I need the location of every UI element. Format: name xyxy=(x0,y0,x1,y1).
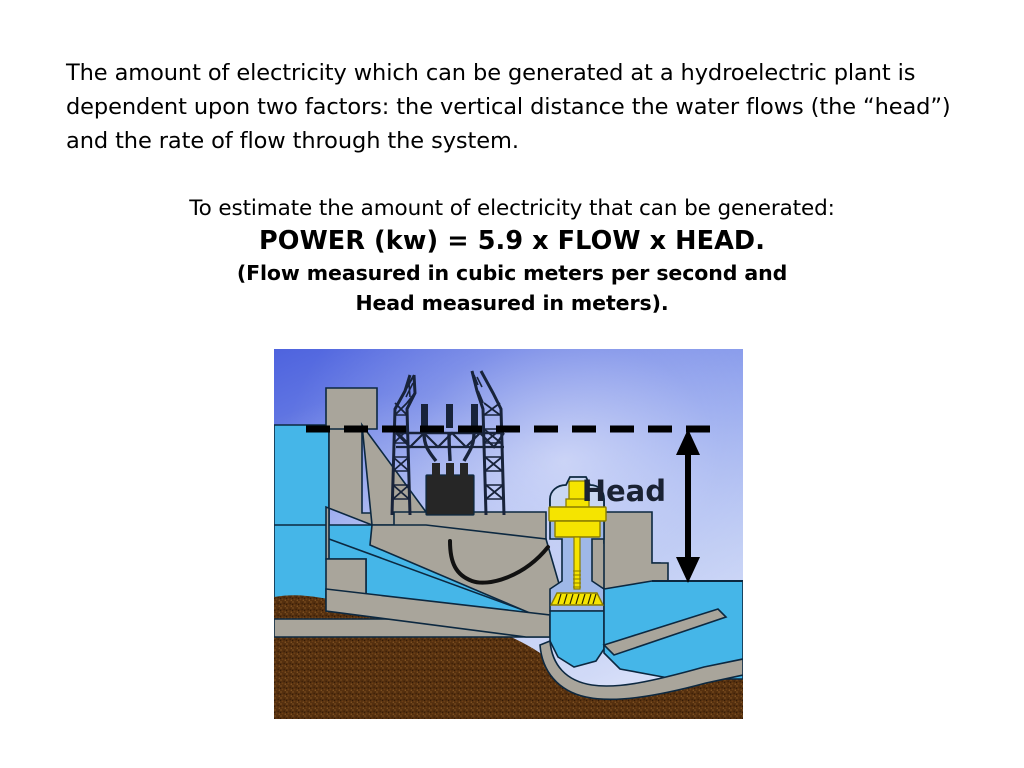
formula-lead-in: To estimate the amount of electricity th… xyxy=(189,196,835,221)
intro-paragraph: The amount of electricity which can be g… xyxy=(66,60,951,154)
head-arrow xyxy=(676,429,700,583)
dam-crest-block xyxy=(325,387,378,430)
formula-note-line-1: (Flow measured in cubic meters per secon… xyxy=(236,261,788,285)
turbine-runner-hatching xyxy=(557,593,597,605)
spillway-chute xyxy=(602,608,728,656)
busbar-insulators xyxy=(395,404,505,463)
formula-equation: POWER (kw) = 5.9 x FLOW x HEAD. xyxy=(259,226,765,256)
penstock-floor-diagonal xyxy=(325,588,551,638)
transmission-tower-left xyxy=(390,374,417,516)
power-cable xyxy=(448,539,550,585)
formula-block: To estimate the amount of electricity th… xyxy=(62,194,962,318)
turbine-shaft-splines xyxy=(573,570,581,588)
transformer-bushings xyxy=(432,463,468,477)
transmission-tower-right xyxy=(470,370,506,516)
generator-stator-flange xyxy=(548,506,607,522)
head-label: Head xyxy=(582,474,666,508)
penstock-water-upper-edge xyxy=(328,538,543,618)
draft-tube-elbow xyxy=(539,639,743,701)
generator-base-plate xyxy=(554,520,601,538)
turbine-shaft xyxy=(573,536,581,590)
hydroelectric-dam-diagram: Head xyxy=(274,349,743,719)
formula-note-line-2: Head measured in meters). xyxy=(355,291,669,315)
transformer-box xyxy=(425,474,475,516)
